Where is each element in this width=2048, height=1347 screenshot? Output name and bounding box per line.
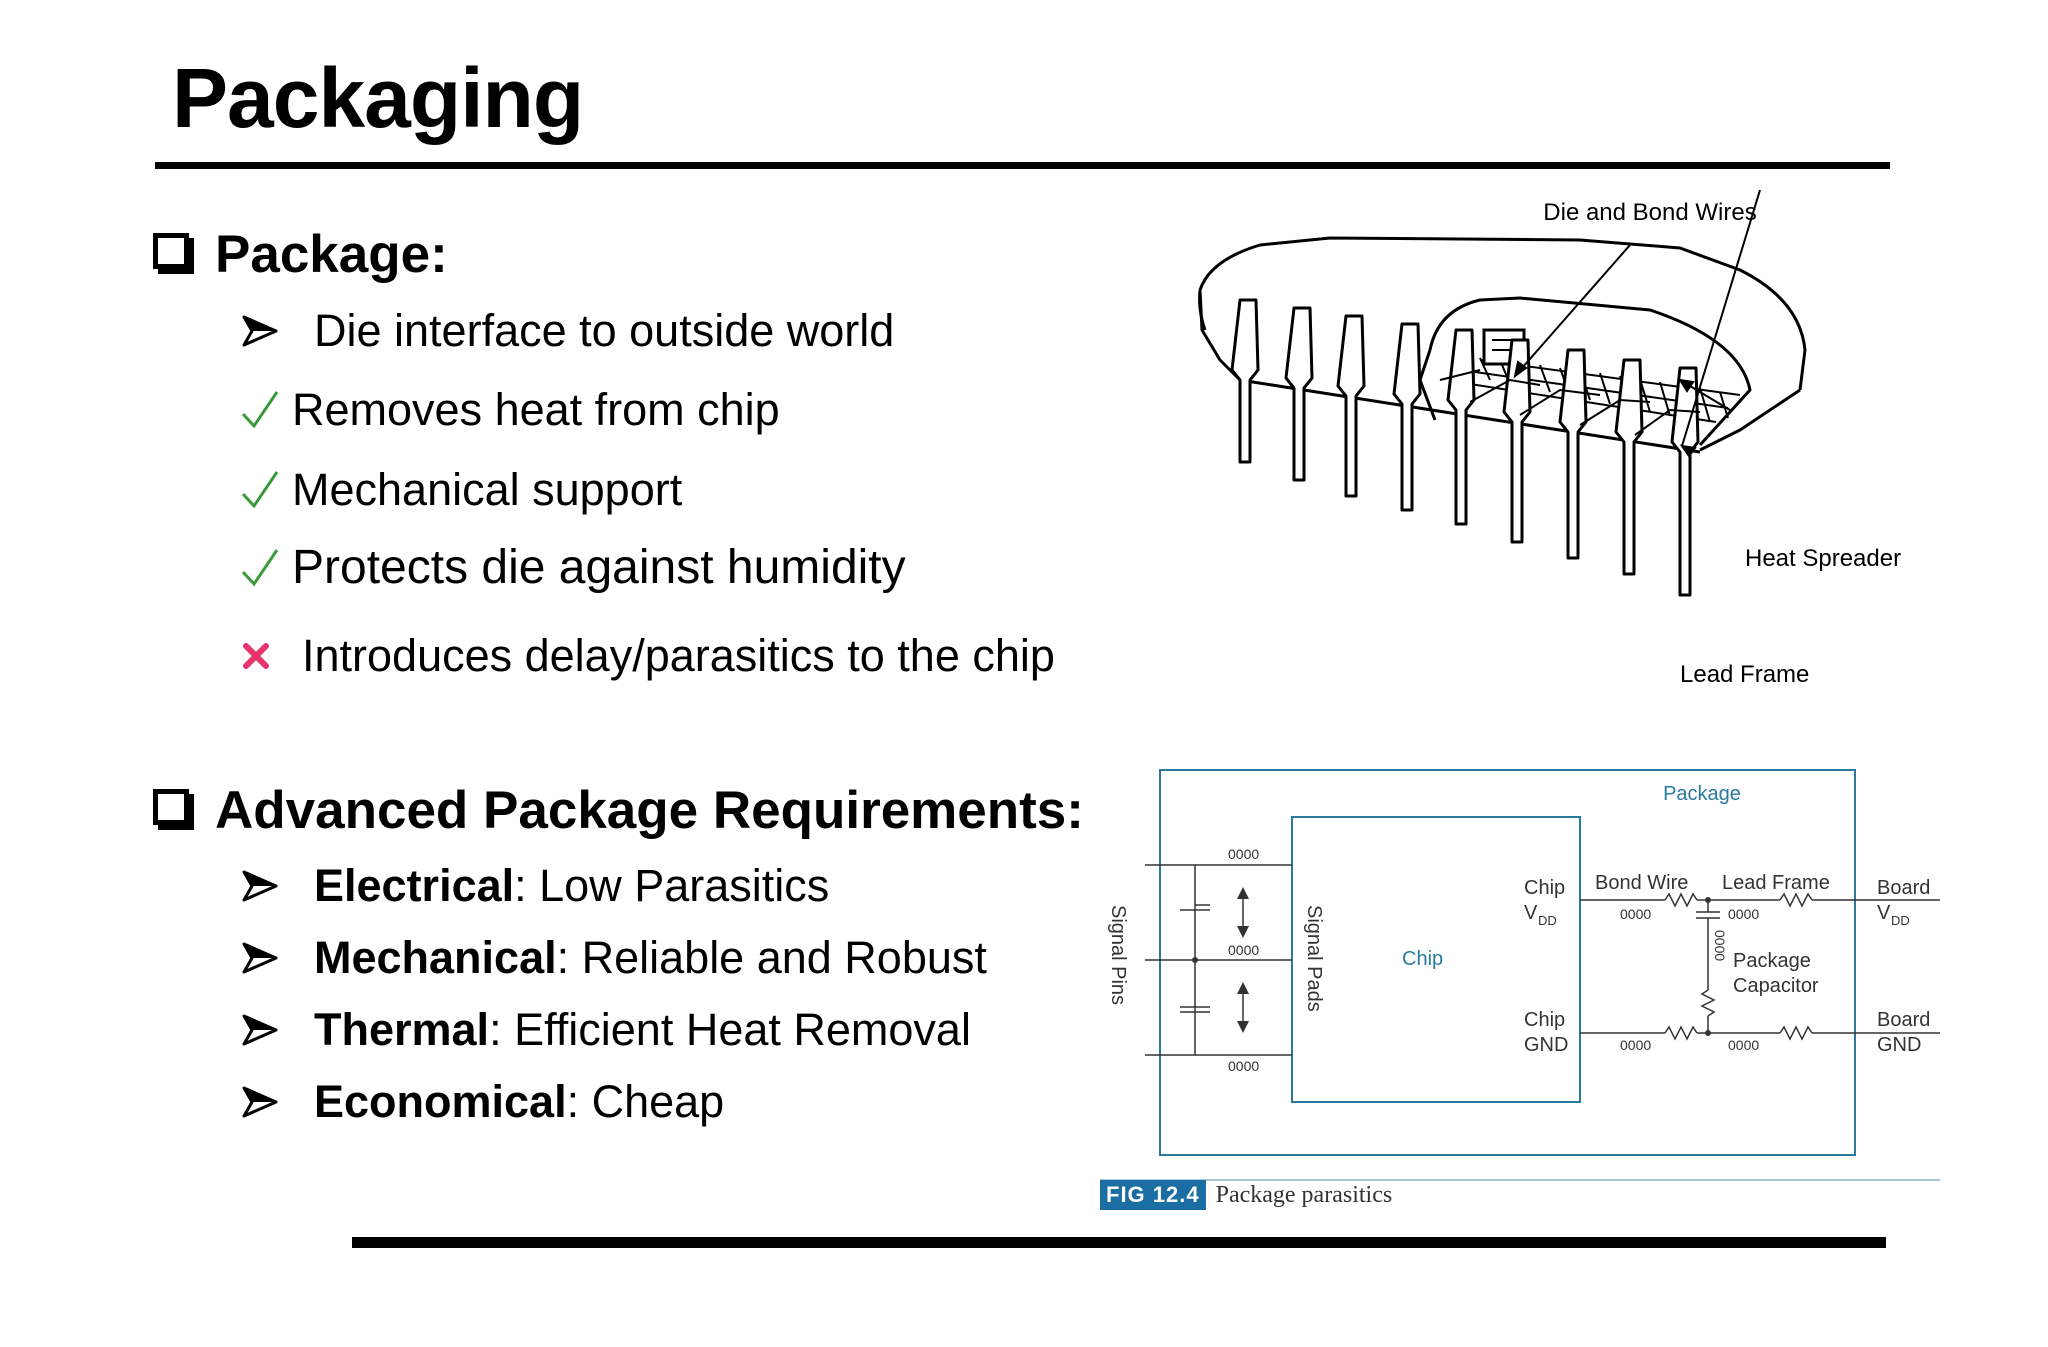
lead-frame-label: Lead Frame bbox=[1680, 661, 1809, 688]
bottom-rule bbox=[352, 1237, 1886, 1248]
arrow-bullet-icon bbox=[242, 1086, 278, 1118]
check-icon bbox=[241, 471, 279, 509]
list-item-text: : Efficient Heat Removal bbox=[489, 1004, 971, 1055]
list-item: Removes heat from chip bbox=[240, 384, 780, 436]
inductor-label: 0000 bbox=[1228, 942, 1259, 958]
list-item: Protects die against humidity bbox=[240, 540, 906, 595]
package-capacitor-label-2: Capacitor bbox=[1733, 975, 1819, 997]
list-item: Thermal: Efficient Heat Removal bbox=[240, 1004, 971, 1056]
list-item-text: : Cheap bbox=[566, 1076, 725, 1127]
check-icon bbox=[241, 391, 279, 429]
package-heading-text: Package: bbox=[215, 225, 448, 284]
signal-pads-label: Signal Pads bbox=[1303, 905, 1325, 1012]
list-item-text: Die interface to outside world bbox=[314, 305, 895, 356]
list-item-bold: Electrical bbox=[314, 860, 515, 911]
list-item: Introduces delay/parasitics to the chip bbox=[240, 630, 1055, 682]
arrow-bullet-icon bbox=[242, 942, 278, 974]
cross-icon bbox=[243, 643, 269, 669]
title-underline bbox=[155, 162, 1890, 169]
bond-wire-label: Bond Wire bbox=[1595, 872, 1688, 894]
heat-spreader-label: Heat Spreader bbox=[1745, 545, 1901, 572]
inductor-label: 0000 bbox=[1620, 1037, 1651, 1053]
list-item-text: Introduces delay/parasitics to the chip bbox=[302, 630, 1055, 681]
inductor-label: 0000 bbox=[1620, 906, 1651, 922]
chip-label: Chip bbox=[1402, 948, 1443, 970]
advanced-heading: Advanced Package Requirements: bbox=[153, 780, 1084, 841]
check-icon bbox=[241, 548, 279, 586]
die-bond-label: Die and Bond Wires bbox=[1543, 199, 1756, 226]
inductor-label: 0000 bbox=[1712, 930, 1728, 961]
board-gnd-label-2: GND bbox=[1877, 1034, 1921, 1056]
package-label: Package bbox=[1663, 783, 1741, 805]
inductor-label: 0000 bbox=[1228, 846, 1259, 862]
list-item: Economical: Cheap bbox=[240, 1076, 724, 1128]
arrow-bullet-icon bbox=[242, 1014, 278, 1046]
figure-tag: FIG 12.4 bbox=[1100, 1180, 1206, 1210]
package-parasitics-figure: Package Chip 0000 0000 0000 Signal Pins … bbox=[1100, 769, 1940, 1181]
chip-vdd-v: V bbox=[1524, 902, 1538, 924]
inductor-label: 0000 bbox=[1728, 1037, 1759, 1053]
checkbox-bullet-icon bbox=[153, 232, 189, 269]
chip-vdd-label: Chip bbox=[1524, 877, 1565, 899]
lead-frame-circuit-label: Lead Frame bbox=[1722, 872, 1830, 894]
list-item: Mechanical support bbox=[240, 464, 682, 516]
package-capacitor-label: Package bbox=[1733, 950, 1811, 972]
inductor-label: 0000 bbox=[1228, 1058, 1259, 1074]
list-item-bold: Mechanical bbox=[314, 932, 557, 983]
checkbox-bullet-icon bbox=[153, 788, 189, 825]
chip-vdd-subscript: DD bbox=[1538, 913, 1557, 928]
board-gnd-label: Board bbox=[1877, 1009, 1930, 1031]
list-item-bold: Economical bbox=[314, 1076, 567, 1127]
list-item: Electrical: Low Parasitics bbox=[240, 860, 829, 912]
chip-gnd-label-2: GND bbox=[1524, 1034, 1568, 1056]
list-item-text: Mechanical support bbox=[292, 464, 683, 515]
list-item-text: : Low Parasitics bbox=[514, 860, 830, 911]
signal-pins-label: Signal Pins bbox=[1107, 905, 1129, 1005]
list-item: Mechanical: Reliable and Robust bbox=[240, 932, 987, 984]
board-vdd-label: Board bbox=[1877, 877, 1930, 899]
chip-gnd-label: Chip bbox=[1524, 1009, 1565, 1031]
list-item-text: Removes heat from chip bbox=[292, 384, 780, 435]
advanced-heading-text: Advanced Package Requirements: bbox=[215, 781, 1084, 840]
list-item: Die interface to outside world bbox=[240, 305, 894, 357]
list-item-text: : Reliable and Robust bbox=[556, 932, 987, 983]
board-vdd-v: V bbox=[1877, 902, 1891, 924]
figure-caption: FIG 12.4 Package parasitics bbox=[1100, 1180, 1392, 1210]
figure-caption-text: Package parasitics bbox=[1215, 1181, 1393, 1208]
arrow-bullet-icon bbox=[242, 870, 278, 902]
list-item-text: Protects die against humidity bbox=[292, 541, 906, 594]
page-title: Packaging bbox=[172, 51, 584, 145]
package-heading: Package: bbox=[153, 224, 448, 285]
inductor-label: 0000 bbox=[1728, 906, 1759, 922]
package-cutaway-figure: Die and Bond Wires Heat Spreader Lead Fr… bbox=[1198, 190, 1901, 688]
arrow-bullet-icon bbox=[242, 315, 278, 347]
board-vdd-subscript: DD bbox=[1891, 913, 1910, 928]
list-item-bold: Thermal bbox=[314, 1004, 490, 1055]
